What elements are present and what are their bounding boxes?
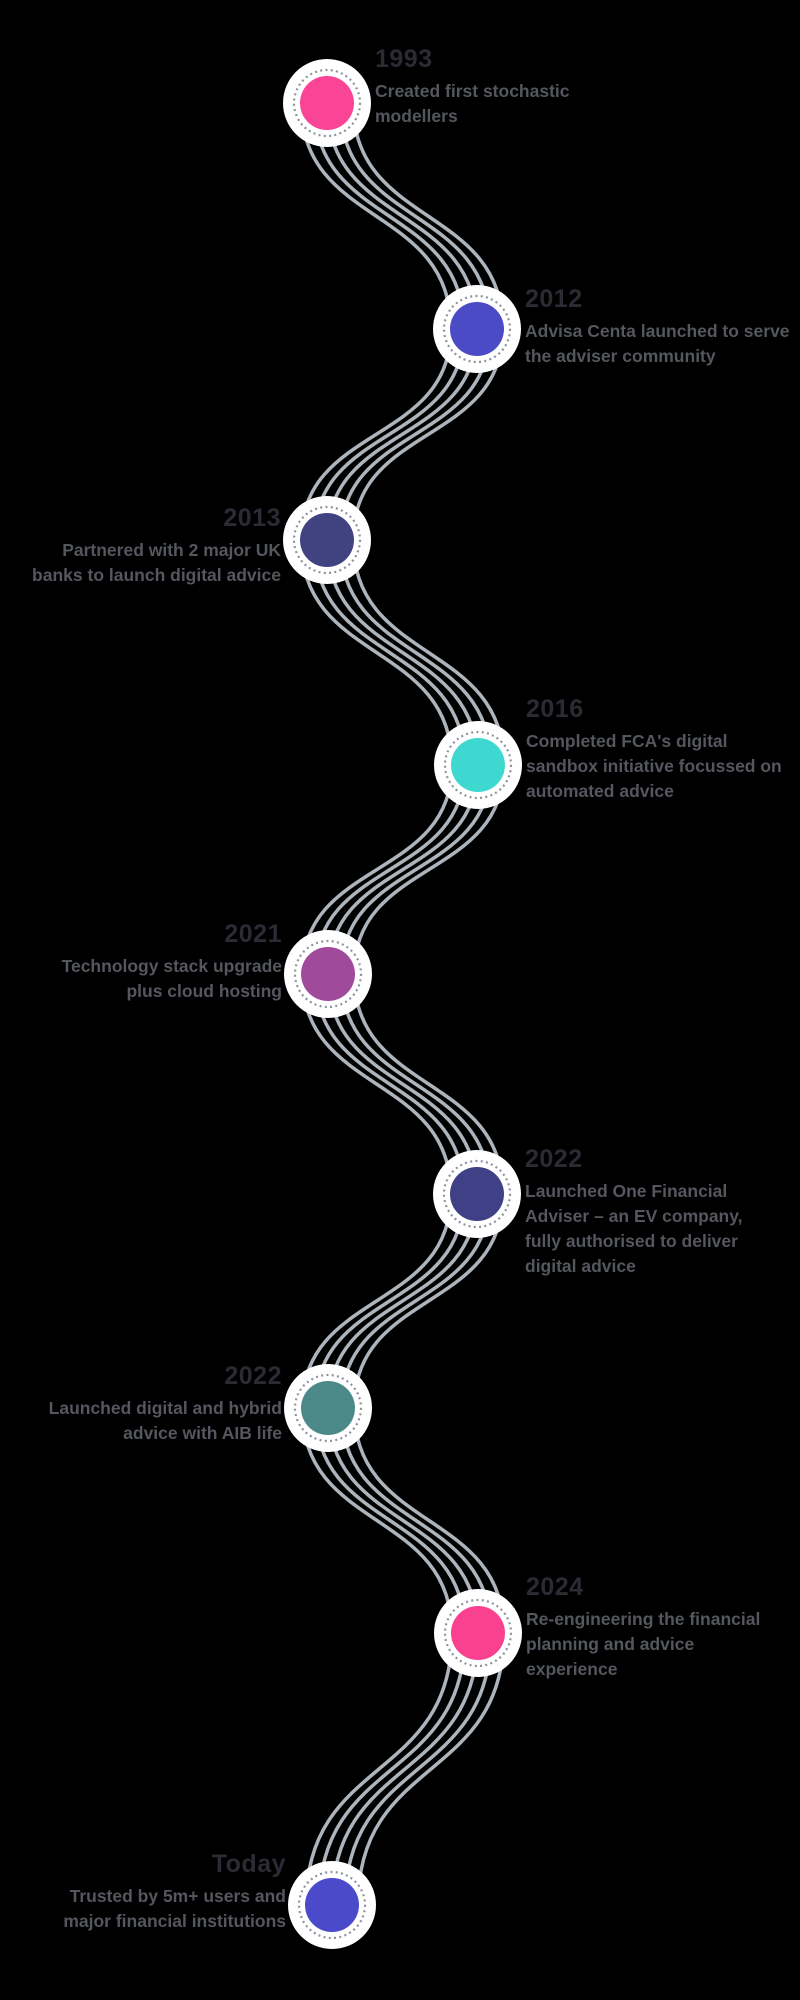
timeline-node-2022-aib <box>284 1364 372 1452</box>
timeline-node-2013 <box>283 496 371 584</box>
node-dotted-ring-icon <box>293 939 363 1009</box>
node-dotted-ring-icon <box>292 68 362 138</box>
milestone-text-2022-one-financial: 2022 Launched One Financial Adviser – an… <box>525 1146 795 1279</box>
node-dotted-ring-icon <box>293 1373 363 1443</box>
milestone-text-1993: 1993 Created first stochastic modellers <box>375 46 625 129</box>
milestone-description: Launched digital and hybrid advice with … <box>48 1398 282 1443</box>
node-core-circle <box>450 302 504 356</box>
milestone-year: 2016 <box>526 695 584 723</box>
node-dotted-ring-icon <box>442 294 512 364</box>
timeline-node-2012 <box>433 285 521 373</box>
milestone-description: Trusted by 5m+ users and major financial… <box>63 1886 286 1931</box>
milestone-year: 2022 <box>525 1145 583 1173</box>
timeline-node-1993 <box>283 59 371 147</box>
timeline-node-today <box>288 1861 376 1949</box>
milestone-description: Launched One Financial Adviser – an EV c… <box>525 1181 743 1276</box>
milestone-text-2013: 2013 Partnered with 2 major UK banks to … <box>11 505 281 588</box>
milestone-description: Partnered with 2 major UK banks to launc… <box>32 540 281 585</box>
node-dotted-ring-icon <box>292 505 362 575</box>
milestone-text-2024: 2024 Re-engineering the financial planni… <box>526 1574 796 1682</box>
milestone-description: Completed FCA's digital sandbox initiati… <box>526 731 782 801</box>
node-core-circle <box>451 1606 505 1660</box>
milestone-year: 2022 <box>224 1362 282 1390</box>
timeline-node-2024 <box>434 1589 522 1677</box>
timeline-node-2021 <box>284 930 372 1018</box>
node-core-circle <box>301 947 355 1001</box>
node-dotted-ring-icon <box>297 1870 367 1940</box>
node-core-circle <box>305 1878 359 1932</box>
node-core-circle <box>300 513 354 567</box>
milestone-year: 2012 <box>525 285 583 313</box>
milestone-text-today: Today Trusted by 5m+ users and major fin… <box>16 1851 286 1934</box>
milestone-year: 2024 <box>526 1573 584 1601</box>
node-core-circle <box>451 738 505 792</box>
node-dotted-ring-icon <box>443 1598 513 1668</box>
milestone-text-2012: 2012 Advisa Centa launched to serve the … <box>525 286 795 369</box>
timeline-node-2022-one-financial <box>433 1150 521 1238</box>
milestone-description: Technology stack upgrade plus cloud host… <box>61 956 282 1001</box>
milestone-description: Created first stochastic modellers <box>375 81 570 126</box>
milestone-text-2022-aib: 2022 Launched digital and hybrid advice … <box>12 1363 282 1446</box>
milestone-text-2016: 2016 Completed FCA's digital sandbox ini… <box>526 696 796 804</box>
milestone-description: Advisa Centa launched to serve the advis… <box>525 321 790 366</box>
node-core-circle <box>301 1381 355 1435</box>
node-core-circle <box>300 76 354 130</box>
node-core-circle <box>450 1167 504 1221</box>
milestone-text-2021: 2021 Technology stack upgrade plus cloud… <box>12 921 282 1004</box>
milestone-year: 2013 <box>223 504 281 532</box>
milestone-year: 2021 <box>224 920 282 948</box>
milestone-description: Re-engineering the financial planning an… <box>526 1609 761 1679</box>
node-dotted-ring-icon <box>443 730 513 800</box>
milestone-year: 1993 <box>375 45 433 73</box>
milestone-year: Today <box>211 1850 286 1878</box>
timeline-node-2016 <box>434 721 522 809</box>
node-dotted-ring-icon <box>442 1159 512 1229</box>
